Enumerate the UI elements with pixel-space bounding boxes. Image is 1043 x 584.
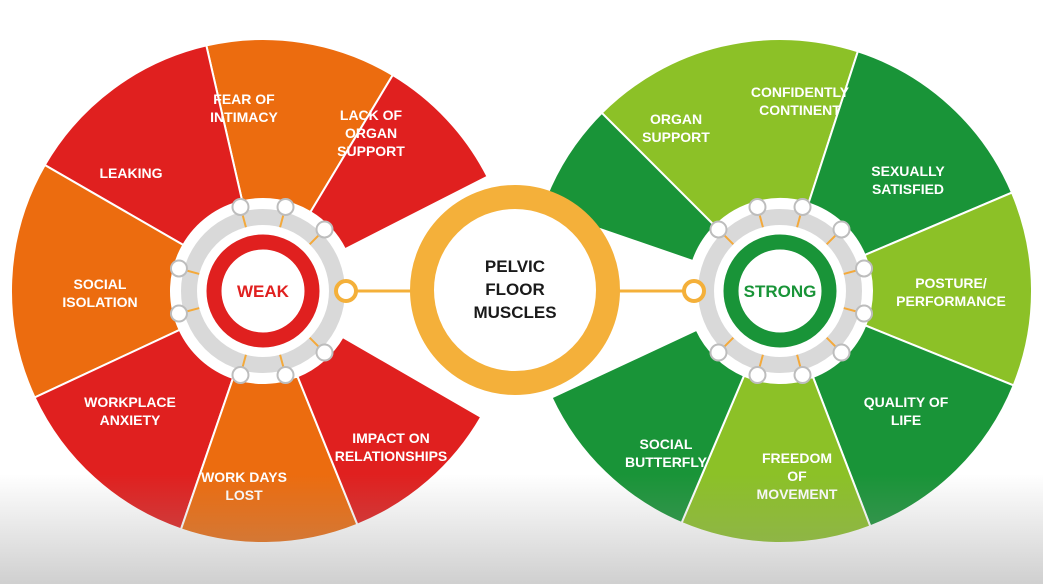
strong-segment-label-2-line-1: CONFIDENTLY [751, 84, 850, 100]
weak-segment-7 [296, 335, 483, 526]
weak-segment-label-6: WORK DAYS LOST [201, 469, 287, 503]
strong-segment-label-4-line-1: POSTURE/ [915, 275, 987, 291]
weak-segment-label-4-line-2: ISOLATION [62, 294, 137, 310]
weak-segment-3 [43, 44, 244, 247]
strong-node-dot-2 [748, 197, 767, 216]
strong-node-dot-10 [709, 343, 728, 362]
weak-segment-label-4: SOCIAL ISOLATION [62, 276, 137, 310]
weak-segment-label-7-line-2: RELATIONSHIPS [335, 448, 448, 464]
weak-segment-label-2: LACK OF ORGAN SUPPORT [337, 107, 405, 159]
strong-segment-label-2: CONFIDENTLY CONTINENT [751, 84, 850, 118]
weak-segment-5 [33, 328, 235, 531]
strong-node-dot-8 [793, 366, 812, 385]
strong-segment-label-6-line-3: MOVEMENT [757, 486, 838, 502]
strong-segment-label-1-line-2: SUPPORT [642, 129, 710, 145]
weak-segment-label-2-line-1: LACK OF [340, 107, 403, 123]
weak-hub-ring [206, 234, 320, 348]
strong-segment-2 [600, 38, 860, 228]
weak-node-dot-8 [315, 343, 334, 362]
strong-segment-3 [807, 50, 1014, 257]
weak-segment-label-6-line-1: WORK DAYS [201, 469, 287, 485]
weak-segment-label-2-line-2: ORGAN [345, 125, 397, 141]
strong-segment-label-2-line-2: CONTINENT [759, 102, 841, 118]
strong-segment-label-1-line-1: ORGAN [650, 111, 702, 127]
center-label-line1: PELVIC [485, 257, 545, 276]
center-label-line2: FLOOR [485, 280, 545, 299]
strong-segment-label-3-line-2: SATISFIED [872, 181, 944, 197]
strong-segment-label-3: SEXUALLY SATISFIED [871, 163, 945, 197]
weak-node-dot-3 [315, 220, 334, 239]
strong-node-dot-1 [709, 220, 728, 239]
weak-hub-label: WEAK [237, 282, 290, 301]
strong-segment-label-7-line-2: BUTTERFLY [625, 454, 708, 470]
strong-segment-label-4-line-2: PERFORMANCE [896, 293, 1006, 309]
weak-node-dot-2 [276, 197, 295, 216]
weak-node-dot-7 [276, 366, 295, 385]
strong-hub-label: STRONG [744, 282, 817, 301]
weak-segment-label-3: LEAKING [100, 165, 163, 181]
strong-node-dot-3 [793, 197, 812, 216]
strong-node-dot-9 [748, 366, 767, 385]
weak-node-dot-6 [231, 366, 250, 385]
weak-node-dot-5 [169, 259, 188, 278]
weak-segment-label-7-line-1: IMPACT ON [352, 430, 430, 446]
center-circle: PELVIC FLOOR MUSCLES [410, 185, 620, 395]
strong-segment-6 [680, 374, 872, 544]
center-ring [410, 185, 620, 395]
weak-segment-label-5-line-1: WORKPLACE [84, 394, 176, 410]
strong-node-dot-4 [832, 220, 851, 239]
strong-segment-label-6-line-1: FREEDOM [762, 450, 832, 466]
strong-segment-label-3-line-1: SEXUALLY [871, 163, 945, 179]
weak-segment-label-1: FEAR OF INTIMACY [210, 91, 278, 125]
strong-segment-label-7: SOCIAL BUTTERFLY [625, 436, 708, 470]
weak-segment-label-1-line-1: FEAR OF [213, 91, 275, 107]
weak-node-dot-1 [231, 197, 250, 216]
strong-hub-ring [723, 234, 837, 348]
strong-segment-5 [811, 324, 1015, 528]
strong-segment-label-5-line-2: LIFE [891, 412, 921, 428]
strong-segment-label-6: FREEDOM OF MOVEMENT [757, 450, 838, 502]
weak-wheel: WEAK FEAR OF INTIMACY LACK OF ORGAN SUPPORT LE… [10, 38, 489, 544]
strong-segment-label-1: ORGAN SUPPORT [642, 111, 710, 145]
strong-wheel: STRONG ORGAN SUPPORT CONFIDENTLY CONTINENT SE… [540, 38, 1033, 544]
weak-segment-label-7: IMPACT ON RELATIONSHIPS [335, 430, 448, 464]
center-label-line3: MUSCLES [473, 303, 556, 322]
strong-node-dot-7 [832, 343, 851, 362]
strong-segment-label-4: POSTURE/PERFORMANCE [896, 275, 1006, 309]
weak-node-dot-4 [169, 304, 188, 323]
strong-node-dot-6 [855, 304, 874, 323]
weak-segment-label-4-line-1: SOCIAL [74, 276, 127, 292]
weak-segment-label-3-line-1: LEAKING [100, 165, 163, 181]
weak-segment-label-1-line-2: INTIMACY [210, 109, 278, 125]
strong-segment-label-6-line-2: OF [787, 468, 807, 484]
strong-segment-label-5-line-1: QUALITY OF [864, 394, 949, 410]
strong-connector-node [682, 279, 706, 303]
strong-segment-7 [550, 328, 746, 525]
weak-segment-label-2-line-3: SUPPORT [337, 143, 405, 159]
strong-node-dot-5 [855, 259, 874, 278]
strong-segment-label-5: QUALITY OF LIFE [864, 394, 949, 428]
strong-segment-4 [863, 191, 1033, 387]
weak-segment-2 [309, 73, 489, 251]
weak-connector-node [334, 279, 358, 303]
weak-segment-label-6-line-2: LOST [225, 487, 263, 503]
weak-segment-label-5: WORKPLACE ANXIETY [84, 394, 176, 428]
weak-segment-label-5-line-2: ANXIETY [100, 412, 161, 428]
strong-segment-label-7-line-1: SOCIAL [640, 436, 693, 452]
